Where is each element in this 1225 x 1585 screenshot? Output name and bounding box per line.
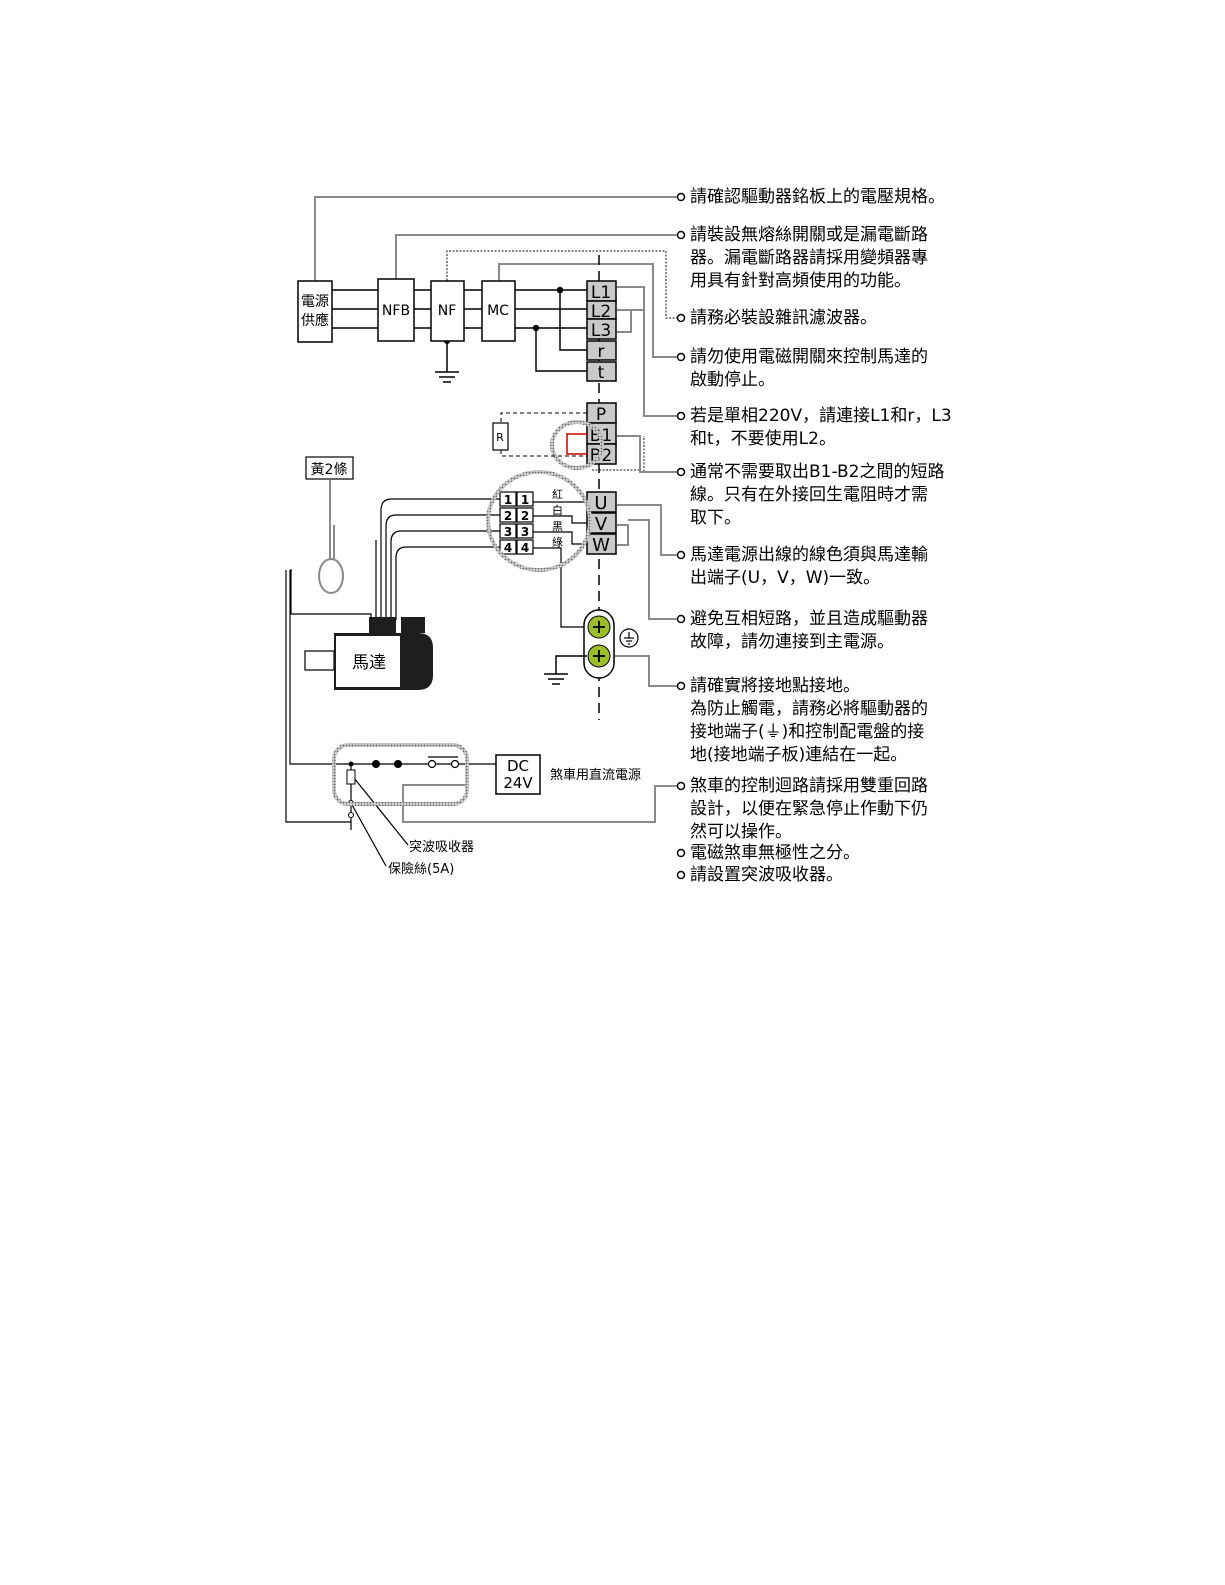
- nf-label: NF: [438, 303, 457, 319]
- note-line: 請裝設無熔絲開關或是漏電斷路: [690, 225, 928, 245]
- note-line: 馬達電源出線的線色須與馬達輸: [690, 545, 928, 565]
- note-noise-filter: 請務必裝設雜訊濾波器。: [690, 307, 877, 330]
- note-brake-polarity: 電磁煞車無極性之分。: [690, 842, 860, 865]
- note-line: 故障，請勿連接到主電源。: [690, 632, 894, 652]
- terminal-block-motor: U V W: [586, 491, 617, 556]
- wire-color-red: 紅: [552, 488, 563, 501]
- conn-left-3: 3: [504, 525, 512, 539]
- yellow-wire-label: 黃2條: [311, 462, 348, 478]
- terminal-v: V: [595, 514, 608, 535]
- note-line: 接地端子(⏚)和控制配電盤的接: [690, 722, 925, 742]
- note-line: 線。只有在外接回生電阻時才需: [690, 485, 928, 505]
- note-regen: 通常不需要取出B1-B2之間的短路 線。只有在外接回生電阻時才需 取下。: [690, 461, 945, 530]
- note-line: 出端子(U，V，W)一致。: [690, 568, 881, 588]
- dc-voltage-label: 24V: [503, 774, 533, 792]
- note-voltage: 請確認驅動器銘板上的電壓規格。: [690, 186, 945, 209]
- nfb-label: NFB: [382, 303, 410, 319]
- terminal-l2: L2: [591, 302, 611, 322]
- note-short-circuit: 避免互相短路，並且造成驅動器 故障，請勿連接到主電源。: [690, 608, 928, 654]
- note-breaker: 請裝設無熔絲開關或是漏電斷路 器。漏電斷路器請採用變頻器專 用具有針對高頻使用的…: [690, 224, 928, 293]
- note-line: 取下。: [690, 508, 741, 528]
- note-line: 器。漏電斷路器請採用變頻器專: [690, 248, 928, 268]
- conn-right-3: 3: [521, 525, 529, 539]
- note-line: 請確認驅動器銘板上的電壓規格。: [690, 187, 945, 207]
- power-supply-label-1: 電源: [301, 294, 329, 310]
- motor: 馬達: [304, 617, 433, 690]
- note-magnetic-switch: 請勿使用電磁開關來控制馬達的 啟動停止。: [690, 346, 928, 392]
- conn-right-4: 4: [521, 541, 529, 555]
- conn-left-2: 2: [504, 509, 512, 523]
- terminal-w: W: [592, 535, 610, 556]
- note-wire-colors: 馬達電源出線的線色須與馬達輸 出端子(U，V，W)一致。: [690, 544, 928, 590]
- brake-circuit: [285, 569, 496, 867]
- wire-color-white: 白: [552, 503, 563, 517]
- terminal-l1: L1: [591, 283, 611, 303]
- ground-terminals: [544, 609, 639, 685]
- surge-absorber-label: 突波吸收器: [409, 839, 474, 855]
- terminal-r: r: [598, 342, 605, 362]
- yellow-wire-tag: 黃2條: [305, 456, 354, 594]
- nf-box: NF: [430, 280, 465, 342]
- wire-color-green: 綠: [552, 536, 563, 549]
- power-lines: [332, 289, 587, 383]
- note-line: 設計，以便在緊急停止作動下仍: [690, 799, 928, 819]
- dc-supply-description: 煞車用直流電源: [550, 768, 641, 783]
- terminal-p: P: [596, 405, 606, 425]
- power-supply-box: 電源 供應: [297, 280, 333, 343]
- motor-connector: 1 1 2 2 3 3 4 4 紅 白 黑 綠: [375, 470, 592, 628]
- note-line: 地(接地端子板)連結在一起。: [690, 745, 908, 765]
- resistor-label: R: [496, 431, 504, 444]
- terminal-block-regen: P B1 B2 R: [492, 402, 617, 470]
- note-line: 煞車的控制迴路請採用雙重回路: [690, 776, 928, 796]
- fuse-label: 保險絲(5A): [388, 862, 454, 877]
- note-line: 用具有針對高頻使用的功能。: [690, 271, 911, 291]
- terminal-l3: L3: [591, 321, 611, 341]
- note-line: 請勿使用電磁開關來控制馬達的: [690, 347, 928, 367]
- note-line: 若是單相220V，請連接L1和r，L3: [690, 406, 952, 426]
- conn-left-4: 4: [504, 541, 512, 555]
- note-line: 和t，不要使用L2。: [690, 429, 836, 449]
- note-line: 避免互相短路，並且造成驅動器: [690, 609, 928, 629]
- motor-label: 馬達: [352, 653, 386, 673]
- note-anchors: [676, 192, 686, 880]
- terminal-t: t: [598, 363, 605, 383]
- conn-left-1: 1: [504, 493, 512, 507]
- note-surge-absorber: 請設置突波吸收器。: [690, 864, 843, 887]
- dc-label: DC: [507, 757, 529, 775]
- note-line: 請設置突波吸收器。: [690, 865, 843, 885]
- note-brake-circuit: 煞車的控制迴路請採用雙重回路 設計，以便在緊急停止作動下仍 然可以操作。: [690, 775, 928, 844]
- conn-right-2: 2: [521, 509, 529, 523]
- note-line: 通常不需要取出B1-B2之間的短路: [690, 462, 945, 482]
- mc-label: MC: [487, 303, 509, 319]
- conn-right-1: 1: [521, 493, 529, 507]
- note-single-phase: 若是單相220V，請連接L1和r，L3 和t，不要使用L2。: [690, 405, 952, 451]
- note-line: 啟動停止。: [690, 370, 775, 390]
- note-line: 然可以操作。: [690, 822, 792, 842]
- note-grounding: 請確實將接地點接地。 為防止觸電，請務必將驅動器的 接地端子(⏚)和控制配電盤的…: [690, 675, 928, 767]
- terminal-block-power: L1 L2 L3 r t: [586, 280, 617, 383]
- mc-box: MC: [481, 280, 516, 342]
- note-line: 請確實將接地點接地。: [690, 676, 860, 696]
- terminal-u: U: [594, 493, 607, 514]
- note-line: 電磁煞車無極性之分。: [690, 843, 860, 863]
- wire-color-black: 黑: [552, 520, 563, 533]
- note-line: 為防止觸電，請務必將驅動器的: [690, 699, 928, 719]
- note-line: 請務必裝設雜訊濾波器。: [690, 308, 877, 328]
- dc-supply: DC 24V 煞車用直流電源: [495, 754, 641, 795]
- leader-lines: [314, 196, 678, 823]
- power-supply-label-2: 供應: [301, 312, 329, 329]
- nfb-box: NFB: [377, 278, 415, 342]
